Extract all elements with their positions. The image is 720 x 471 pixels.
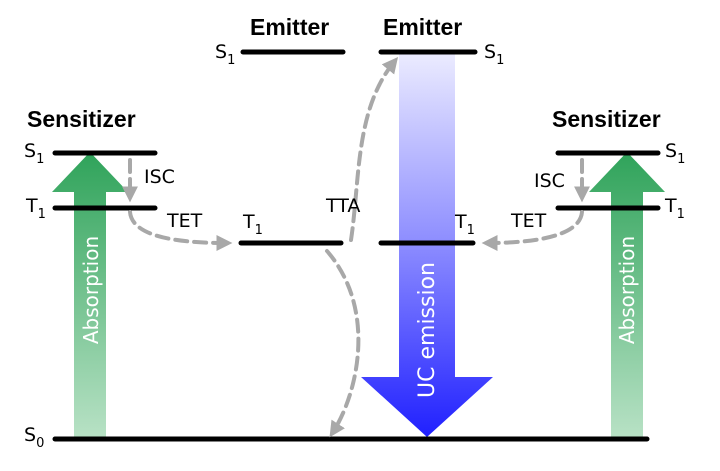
- s1-label-sensitizer-left: S1: [24, 140, 44, 167]
- t1-label-emitter-right: T1: [454, 211, 475, 238]
- t1-label-sensitizer-left: T1: [25, 195, 46, 222]
- uc-emission-label: UC emission: [415, 262, 440, 398]
- s1-label-sensitizer-right: S1: [665, 140, 685, 167]
- tet-arrow-left: [128, 210, 233, 251]
- tet-label-right: TET: [510, 210, 547, 232]
- sensitizer-left-title: Sensitizer: [27, 106, 136, 132]
- t1-label-emitter-left: T1: [242, 211, 263, 238]
- tet-arrow-right: [481, 210, 584, 251]
- absorption-label-left: Absorption: [79, 236, 103, 344]
- nonradiative-decay-arrow: [325, 249, 361, 438]
- sensitizer-right-title: Sensitizer: [552, 106, 661, 132]
- tta-arrow: [349, 57, 399, 242]
- isc-label-right: ISC: [534, 170, 565, 192]
- tta-label: TTA: [325, 195, 360, 217]
- t1-label-sensitizer-right: T1: [664, 195, 685, 222]
- absorption-arrow-right: [589, 152, 665, 440]
- isc-label-left: ISC: [144, 166, 175, 188]
- s1-label-emitter-left: S1: [215, 41, 235, 68]
- absorption-label-right: Absorption: [615, 236, 639, 344]
- emitter-left-title: Emitter: [250, 14, 329, 40]
- absorption-arrow-left: [52, 152, 128, 440]
- s0-label: S0: [24, 424, 44, 451]
- tet-label-left: TET: [166, 210, 203, 232]
- emitter-right-title: Emitter: [383, 14, 462, 40]
- s1-label-emitter-right: S1: [484, 41, 504, 68]
